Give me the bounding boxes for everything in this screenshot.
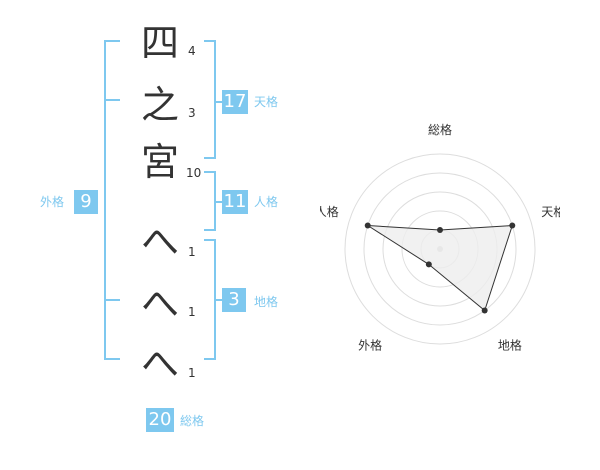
radar-data-points <box>364 222 516 314</box>
gaikaku-badge: 9 <box>74 190 98 214</box>
chikaku-bracket-bottom <box>204 358 216 360</box>
tenkaku-bracket-vertical <box>214 40 216 159</box>
radar-axis-label-4: 外格 <box>358 337 382 352</box>
radar-point-1 <box>437 227 443 233</box>
tenkaku-bracket-top <box>204 40 216 42</box>
chikaku-bracket-top <box>204 239 216 241</box>
gaikaku-bracket-bottom <box>104 358 120 360</box>
gaikaku-bracket-vertical <box>104 40 106 360</box>
soukaku-label: 総格 <box>180 414 205 428</box>
tenkaku-label: 天格 <box>254 95 279 109</box>
chikaku-label: 地格 <box>254 295 279 309</box>
tenkaku-bracket-bottom <box>204 157 216 159</box>
name-char-2: 之 <box>140 83 179 127</box>
gaikaku-label: 外格 <box>40 195 65 209</box>
jinkaku-bracket-bottom <box>204 229 216 231</box>
jinkaku-badge: 11 <box>222 190 248 214</box>
gaikaku-bracket-tick-2 <box>104 299 120 301</box>
radar-point-4 <box>425 261 432 268</box>
stroke-count-4: 1 <box>188 245 196 259</box>
name-char-5: へ <box>140 282 179 326</box>
radar-ring-4 <box>363 172 517 326</box>
radar-axis-label-3: 地格 <box>498 337 522 352</box>
name-char-1: 四 <box>140 21 179 65</box>
tenkaku-badge: 17 <box>222 90 248 114</box>
radar-point-5 <box>364 222 371 229</box>
jinkaku-bracket-connector <box>214 201 222 203</box>
stroke-count-2: 3 <box>188 106 196 120</box>
radar-data-polygon <box>367 224 514 312</box>
chikaku-bracket-connector <box>214 299 222 301</box>
jinkaku-bracket-top <box>204 171 216 173</box>
soukaku-badge: 20 <box>146 408 174 432</box>
stroke-count-6: 1 <box>188 366 196 380</box>
gaikaku-bracket-top <box>104 40 120 42</box>
radar-axis-label-1: 総格 <box>428 122 452 137</box>
radar-axis-label-2: 天格 <box>541 204 560 219</box>
name-char-6: へ <box>140 342 179 386</box>
jinkaku-label: 人格 <box>254 195 279 209</box>
tenkaku-bracket-connector <box>214 101 222 103</box>
name-char-3: 宮 <box>140 140 179 184</box>
stroke-count-5: 1 <box>188 305 196 319</box>
stroke-count-1: 4 <box>188 44 196 58</box>
radar-ring-5 <box>344 153 536 345</box>
name-char-4: へ <box>140 220 179 264</box>
radar-axis-label-5: 人格 <box>320 204 339 219</box>
gaikaku-bracket-tick-1 <box>104 99 120 101</box>
chikaku-badge: 3 <box>222 288 246 312</box>
radar-point-3 <box>481 307 488 314</box>
radar-point-2 <box>509 222 516 229</box>
stroke-count-3: 10 <box>186 166 202 180</box>
